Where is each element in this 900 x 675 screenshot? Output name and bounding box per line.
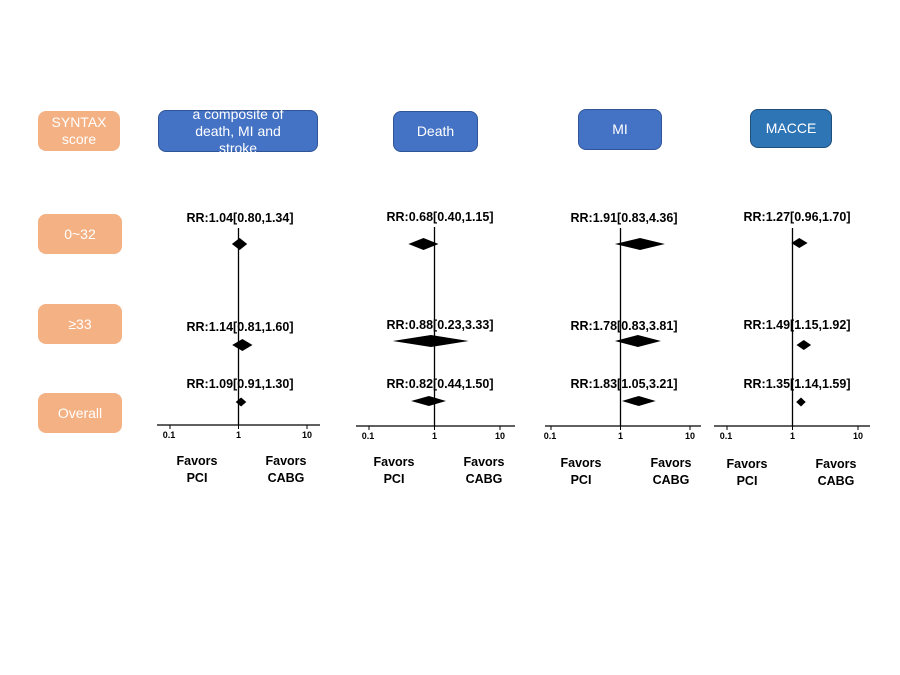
panel-title-composite: a composite of death, MI and stroke xyxy=(158,106,318,156)
diamond-composite-ge-33 xyxy=(232,339,253,351)
diamond-death-ge-33 xyxy=(392,335,469,347)
panel-title-macce: MACCE xyxy=(750,109,832,148)
panel-title-mi: MI xyxy=(578,109,662,150)
x-tick-label-composite-0: 0.1 xyxy=(163,430,176,440)
rr-label-macce-ge-33: RR:1.49[1.15,1.92] xyxy=(743,318,851,332)
x-tick-label-composite-2: 10 xyxy=(302,430,312,440)
x-tick-label-mi-2: 10 xyxy=(685,431,695,441)
rr-label-mi-ge-33: RR:1.78[0.83,3.81] xyxy=(570,319,678,333)
diamond-death-overall xyxy=(411,396,446,406)
diamond-macce-0-32 xyxy=(791,238,808,248)
x-tick-label-macce-0: 0.1 xyxy=(720,431,733,441)
rr-label-mi-overall: RR:1.83[1.05,3.21] xyxy=(570,377,678,391)
rr-label-composite-ge-33: RR:1.14[0.81,1.60] xyxy=(186,320,294,334)
x-tick-label-mi-1: 1 xyxy=(618,431,623,441)
x-tick-label-death-1: 1 xyxy=(432,431,437,441)
diamond-composite-0-32 xyxy=(231,238,248,250)
row-label-overall: Overall xyxy=(38,393,122,433)
diamond-macce-overall xyxy=(796,397,806,407)
diamond-mi-ge-33 xyxy=(614,335,661,347)
panel-title-death: Death xyxy=(393,111,478,152)
rr-label-composite-overall: RR:1.09[0.91,1.30] xyxy=(186,377,294,391)
rr-label-macce-0-32: RR:1.27[0.96,1.70] xyxy=(743,210,851,224)
rr-label-death-ge-33: RR:0.88[0.23,3.33] xyxy=(386,318,494,332)
rr-label-mi-0-32: RR:1.91[0.83,4.36] xyxy=(570,211,678,225)
diamond-death-0-32 xyxy=(408,238,439,250)
x-tick-label-macce-1: 1 xyxy=(790,431,795,441)
x-tick-label-composite-1: 1 xyxy=(236,430,241,440)
diamond-mi-overall xyxy=(622,396,656,406)
diamond-macce-ge-33 xyxy=(796,340,812,350)
x-tick-label-mi-0: 0.1 xyxy=(544,431,557,441)
x-tick-label-death-2: 10 xyxy=(495,431,505,441)
x-tick-label-death-0: 0.1 xyxy=(362,431,375,441)
rr-label-death-overall: RR:0.82[0.44,1.50] xyxy=(386,377,494,391)
rr-label-macce-overall: RR:1.35[1.14,1.59] xyxy=(743,377,851,391)
rr-label-composite-0-32: RR:1.04[0.80,1.34] xyxy=(186,211,294,225)
row-label-ge-33: ≥33 xyxy=(38,304,122,344)
rr-label-death-0-32: RR:0.68[0.40,1.15] xyxy=(386,210,494,224)
x-tick-label-macce-2: 10 xyxy=(853,431,863,441)
diamond-mi-0-32 xyxy=(614,238,665,250)
row-label-0-32: 0~32 xyxy=(38,214,122,254)
diamond-composite-overall xyxy=(235,397,247,407)
syntax-score-header: SYNTAX score xyxy=(38,111,120,151)
